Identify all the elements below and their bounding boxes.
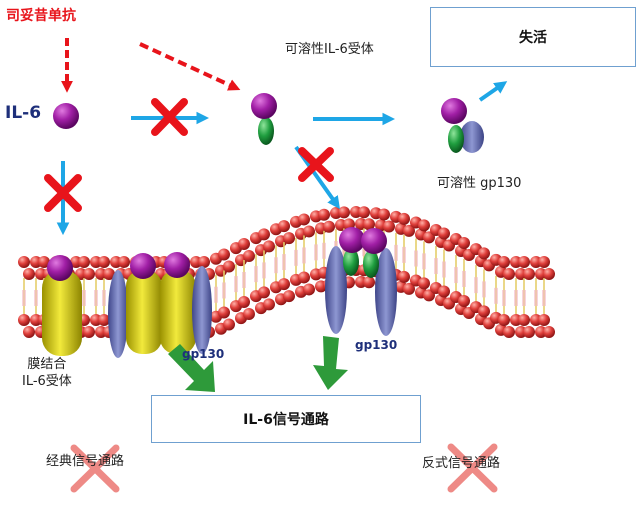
il6-label: IL-6 [5,103,42,123]
block-cross-icon [44,174,82,212]
green-arrow-icon [313,336,348,390]
signal-arrows [56,81,508,236]
inactivation-box: 失活 [430,7,636,67]
faded-cross-icon [447,443,498,493]
gp130-label-right: gp130 [355,338,398,352]
faded-cross-icon [70,444,120,493]
membrane-receptor-label-line2: IL-6受体 [22,374,72,389]
soluble-receptor-label: 可溶性IL-6受体 [285,42,374,57]
soluble-gp130-complex [441,98,484,153]
il6-pathway-box: IL-6信号通路 [151,395,421,443]
receptor-complex-left [108,252,212,358]
gp130-label-left: gp130 [182,347,225,361]
cell-membrane [18,206,555,338]
membrane-receptor-label: 膜结合 IL-6受体 [22,356,72,390]
il6-pathway-label: IL-6信号通路 [243,412,329,428]
il6-molecule [53,103,79,129]
classic-pathway-label: 经典信号通路 [46,454,125,469]
membrane-receptor-label-line1: 膜结合 [27,357,67,372]
drug-label: 司妥昔单抗 [6,8,76,24]
il6-soluble-receptor-complex [251,93,277,145]
trans-pathway-label: 反式信号通路 [422,456,501,471]
green-arrow-icon [168,344,215,392]
block-cross-icon [298,147,334,182]
drug-arrows [61,38,241,93]
inactivation-label: 失活 [519,30,547,46]
soluble-gp130-label: 可溶性 gp130 [437,176,522,191]
block-cross-icon [151,98,188,136]
membrane-bound-receptor [42,255,82,356]
receptor-complex-right [325,227,397,336]
